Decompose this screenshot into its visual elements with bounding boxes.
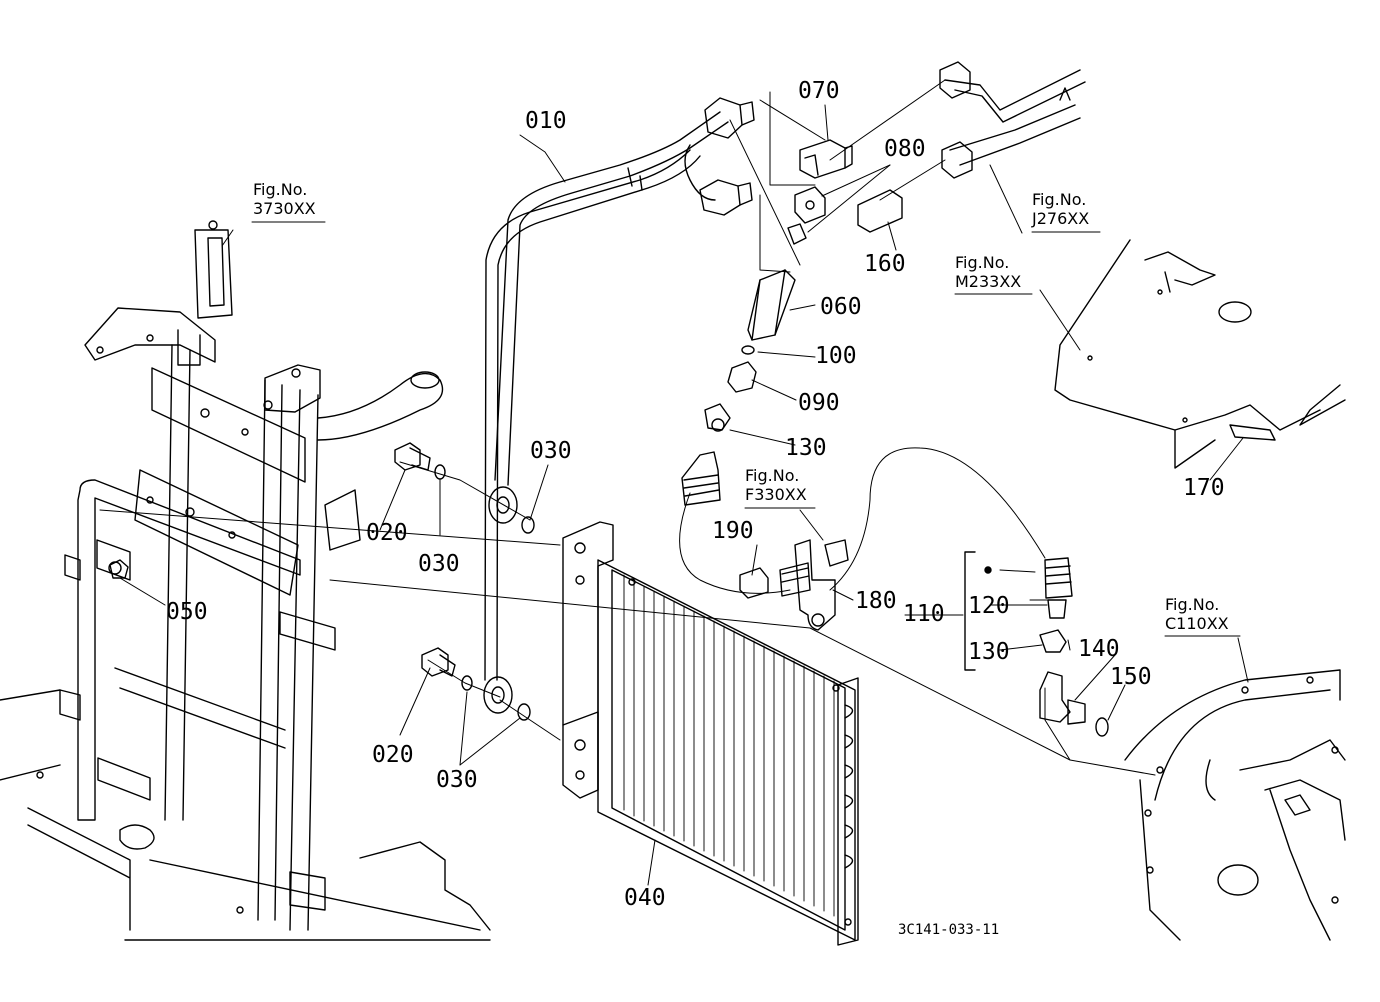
fig-number: M233XX: [955, 272, 1022, 292]
part-label-100: 100: [815, 343, 857, 369]
fig-label: Fig.No.: [253, 180, 308, 199]
part-label-130-upper: 130: [785, 435, 827, 461]
valve-stack: [682, 140, 902, 505]
part-label-140: 140: [1078, 636, 1120, 662]
part-label-060: 060: [820, 294, 862, 320]
fig-number: F330XX: [745, 485, 807, 505]
fig-label: Fig.No.: [1165, 595, 1220, 614]
part-label-020-lower: 020: [372, 742, 414, 768]
part-label-190: 190: [712, 518, 754, 544]
part-label-070: 070: [798, 78, 840, 104]
fig-label: Fig.No.: [745, 466, 800, 485]
assembly-lines: [100, 80, 1155, 775]
leader-lines: [120, 105, 1248, 885]
fig-ref-f330: Fig.No. F330XX: [745, 466, 807, 504]
part-label-010: 010: [525, 108, 567, 134]
part-label-030-lower: 030: [436, 767, 478, 793]
group-110: [965, 552, 1108, 736]
part-label-130-lower: 130: [968, 639, 1010, 665]
condenser-040: [563, 522, 858, 945]
bracket-180: [740, 540, 848, 630]
upper-pipes: [940, 62, 1085, 178]
part-label-030-upper: 030: [530, 438, 572, 464]
housing-c110: [1125, 670, 1345, 940]
bolts-washers: [110, 443, 534, 720]
part-label-030-mid: 030: [418, 551, 460, 577]
fig-ref-c110: Fig.No. C110XX: [1165, 595, 1229, 633]
part-label-050: 050: [166, 599, 208, 625]
part-label-080: 080: [884, 136, 926, 162]
drawing-code: 3C141-033-11: [898, 922, 1000, 938]
fig-number: C110XX: [1165, 614, 1229, 634]
part-label-090: 090: [798, 390, 840, 416]
frame-assembly: [0, 221, 490, 940]
hose-010: [484, 98, 754, 713]
part-label-180: 180: [855, 588, 897, 614]
cover-m233: [1055, 240, 1345, 468]
fig-ref-m233: Fig.No. M233XX: [955, 253, 1021, 291]
fig-number: 3730XX: [253, 199, 316, 219]
part-label-120: 120: [968, 593, 1010, 619]
fig-ref-j276: Fig.No. J276XX: [1032, 190, 1089, 228]
part-label-150: 150: [1110, 664, 1152, 690]
fig-ref-3730: Fig.No. 3730XX: [253, 180, 316, 218]
part-label-160: 160: [864, 251, 906, 277]
part-label-110: 110: [903, 601, 945, 627]
fig-label: Fig.No.: [955, 253, 1010, 272]
part-label-020-upper: 020: [366, 520, 408, 546]
part-label-040: 040: [624, 885, 666, 911]
part-label-170: 170: [1183, 475, 1225, 501]
fig-label: Fig.No.: [1032, 190, 1087, 209]
fig-underlines: [252, 222, 1240, 636]
fig-number: J276XX: [1032, 209, 1090, 229]
